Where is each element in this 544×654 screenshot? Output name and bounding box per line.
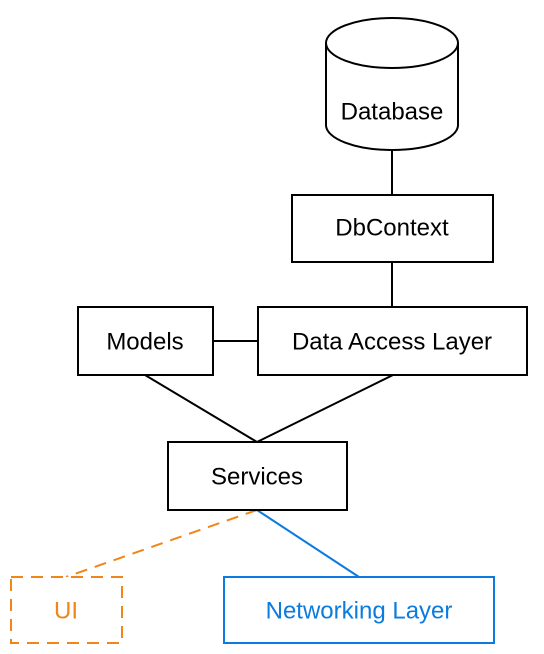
node-database[interactable]: Database xyxy=(325,17,459,151)
database-label: Database xyxy=(341,99,444,126)
edge-services-networking-layer xyxy=(256,509,360,578)
database-cylinder-icon xyxy=(325,17,459,151)
node-services[interactable]: Services xyxy=(167,441,348,511)
node-models[interactable]: Models xyxy=(77,306,214,376)
node-data-access-layer[interactable]: Data Access Layer xyxy=(257,306,528,376)
ui-label: UI xyxy=(54,598,78,625)
services-label: Services xyxy=(211,464,303,491)
dbcontext-box xyxy=(291,194,494,263)
data-access-layer-label: Data Access Layer xyxy=(292,329,492,356)
edge-services-ui xyxy=(65,509,258,578)
services-box xyxy=(167,441,348,511)
dbcontext-label: DbContext xyxy=(335,215,449,242)
edge-data-access-layer-services xyxy=(256,374,394,443)
models-box xyxy=(77,306,214,376)
node-ui[interactable]: UI xyxy=(10,576,123,644)
node-dbcontext[interactable]: DbContext xyxy=(291,194,494,263)
edge-models-services xyxy=(144,374,258,443)
edges xyxy=(65,150,394,578)
models-label: Models xyxy=(106,329,183,356)
database-cylinder-top-rim xyxy=(325,42,459,69)
data-access-layer-box xyxy=(257,306,528,376)
node-networking-layer[interactable]: Networking Layer xyxy=(223,576,495,644)
ui-box xyxy=(10,576,123,644)
networking-layer-label: Networking Layer xyxy=(266,598,453,625)
networking-layer-box xyxy=(223,576,495,644)
